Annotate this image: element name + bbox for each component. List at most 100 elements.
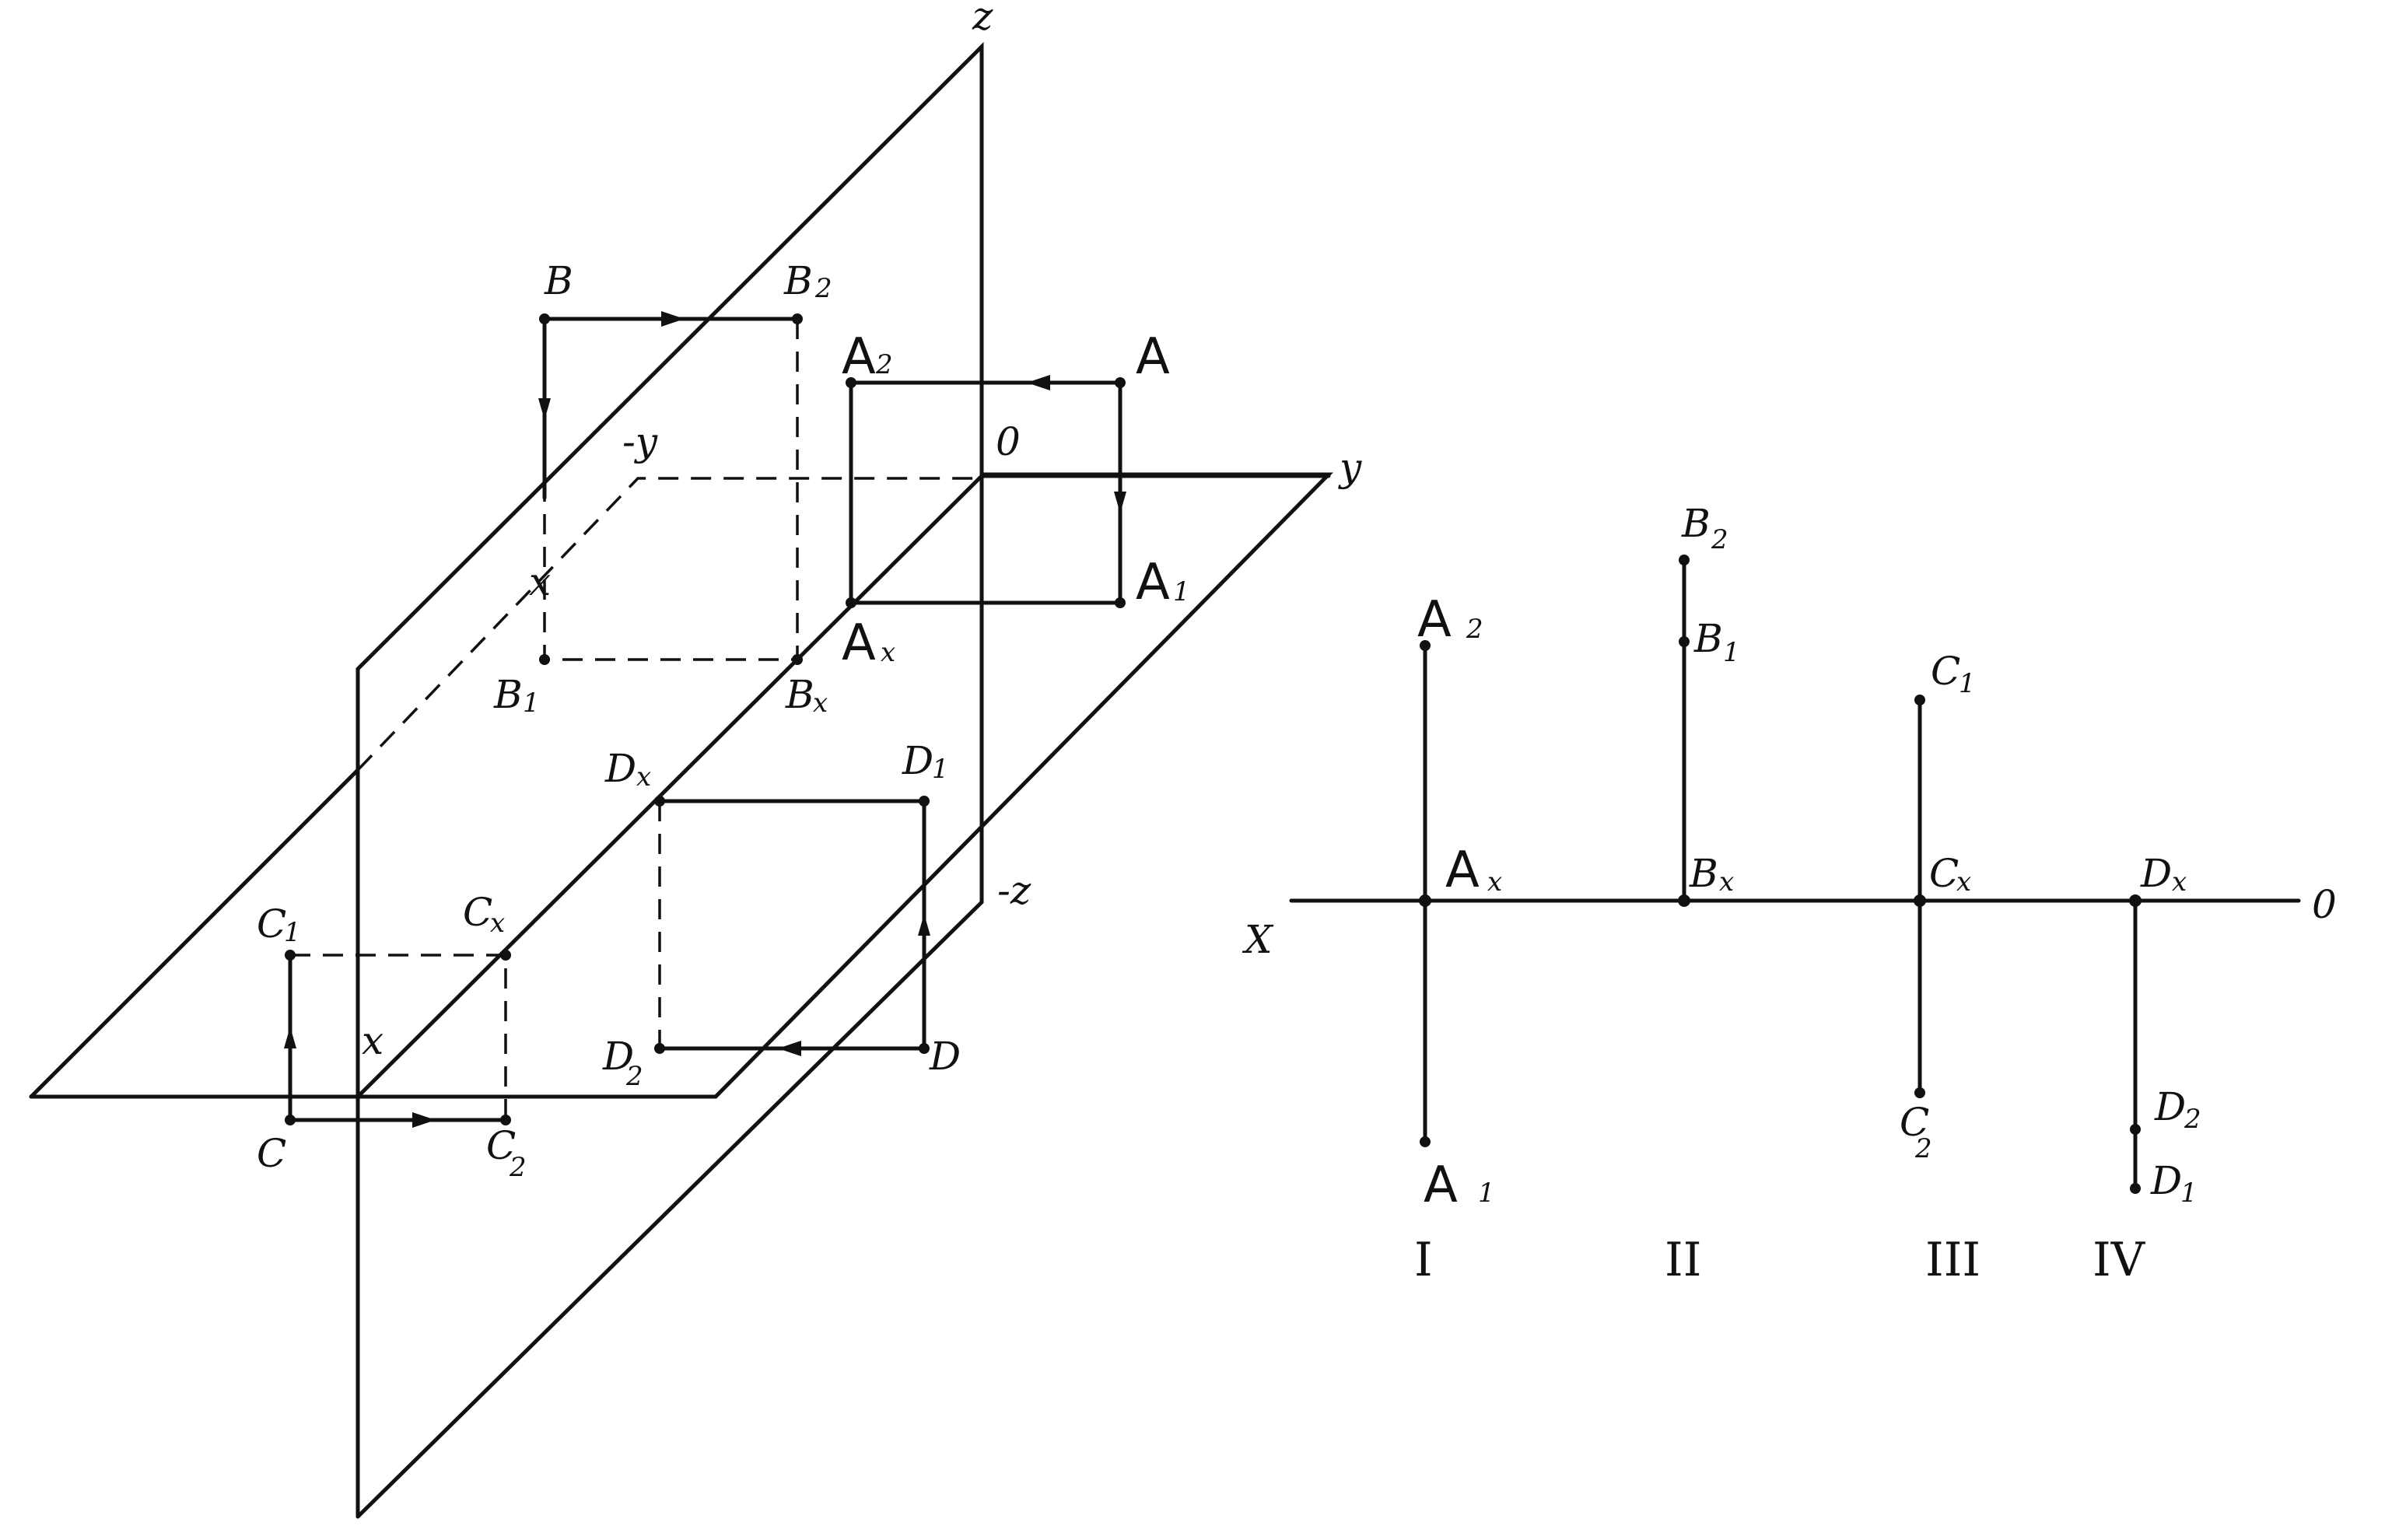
epure-label-A2: A <box>1417 591 1452 649</box>
label-Ax: A <box>842 614 876 672</box>
epure-dot-Ax <box>1419 894 1431 907</box>
label-A1-sub: 1 <box>1173 576 1190 607</box>
label-origin: 0 <box>996 419 1021 464</box>
label-C2: C <box>486 1123 516 1168</box>
horizontal-plane-edge <box>29 472 1333 1099</box>
arrow-B-down <box>538 398 551 420</box>
arrow-A-down <box>1114 492 1126 513</box>
horizontal-plane-hidden-edge <box>356 477 982 772</box>
epure-dot-Bx <box>1678 894 1690 907</box>
label-B: B <box>544 258 573 303</box>
arrow-A <box>1027 375 1050 390</box>
label-X: X <box>1242 917 1274 962</box>
epure-dot-C1 <box>1914 695 1925 705</box>
dot-B1 <box>539 654 550 665</box>
label-y: y <box>1338 445 1362 490</box>
epure-label-D1-sub: 1 <box>2180 1178 2198 1209</box>
label-A2: A <box>842 328 876 386</box>
label-Cx-sub: x <box>490 908 505 939</box>
dot-C2 <box>500 1115 511 1125</box>
label-C2-sub: 2 <box>509 1152 527 1183</box>
label-A2-sub: 2 <box>875 349 893 380</box>
epure-label-A2-sub: 2 <box>1466 614 1483 645</box>
label-B2-sub: 2 <box>814 273 832 304</box>
label-D2-sub: 2 <box>625 1061 643 1092</box>
numeral-4: IV <box>2093 1233 2146 1287</box>
epure-dot-D1 <box>2130 1183 2141 1194</box>
spatial-diagram: z y -y -z 0 x x A A 2 A 1 A x B B 2 B 1 … <box>29 0 1362 1519</box>
epure-label-Dx-sub: x <box>2172 866 2187 898</box>
epure-dot-Dx <box>2129 894 2142 907</box>
epure-dot-C2 <box>1914 1087 1925 1098</box>
point-B-projection-solid <box>542 317 800 500</box>
epure-label-B2: B <box>1681 501 1711 546</box>
dot-C1 <box>285 950 296 961</box>
label-neg-z: -z <box>997 868 1031 913</box>
epure-label-Bx: B <box>1689 851 1718 896</box>
dot-Cx <box>500 950 511 961</box>
dot-A <box>1115 377 1126 388</box>
numeral-3: III <box>1925 1233 1980 1287</box>
point-A-projection <box>849 380 1122 605</box>
epure-label-C2-sub: 2 <box>1914 1133 1932 1164</box>
label-x-lower: x <box>362 1018 383 1063</box>
epure-label-C1-sub: 1 <box>1959 668 1976 699</box>
epure-label-Ax-sub: x <box>1487 866 1502 898</box>
dot-Bx <box>792 654 803 665</box>
dot-Dx <box>654 796 665 807</box>
epure-dot-B2 <box>1679 555 1690 565</box>
dot-A1 <box>1115 597 1126 608</box>
label-D2: D <box>602 1034 634 1079</box>
label-B1-sub: 1 <box>523 688 540 719</box>
point-B-projection-dashed <box>543 319 799 661</box>
epure-dot-D2 <box>2130 1124 2141 1135</box>
epure-label-A1: A <box>1424 1157 1458 1214</box>
label-Bx-sub: x <box>813 688 828 719</box>
label-Bx: B <box>785 672 814 717</box>
label-A: A <box>1136 328 1170 386</box>
epure-diagram: X 0 A 2 A x A 1 B 2 B 1 B x C 1 C x C 2 <box>1242 501 2337 1287</box>
epure-label-Cx: C <box>1929 851 1959 896</box>
epure-dot-B1 <box>1679 636 1690 647</box>
vertical-plane-edge <box>355 41 984 1519</box>
label-C1-sub: 1 <box>284 917 301 948</box>
epure-label-D2-sub: 2 <box>2184 1104 2201 1135</box>
dot-D2 <box>654 1043 665 1054</box>
epure-label-Cx-sub: x <box>1956 866 1971 898</box>
dot-A2 <box>846 377 856 388</box>
arrow-C-up <box>284 1027 296 1048</box>
label-D1: D <box>902 738 933 783</box>
arrow-C-right <box>412 1112 436 1128</box>
label-Cx: C <box>463 890 492 935</box>
epure-label-Ax: A <box>1445 842 1480 899</box>
epure-label-C2: C <box>1900 1100 1929 1145</box>
label-Dx: D <box>604 746 636 791</box>
epure-dot-Cx <box>1914 894 1926 907</box>
dot-D <box>919 1043 930 1054</box>
epure-dot-A2 <box>1420 640 1431 651</box>
epure-label-Bx-sub: x <box>1719 866 1734 898</box>
epure-label-B1: B <box>1693 616 1723 661</box>
label-O: 0 <box>2312 882 2337 927</box>
dot-C <box>285 1115 296 1125</box>
numeral-1: I <box>1414 1233 1433 1287</box>
epure-label-A1-sub: 1 <box>1478 1178 1495 1209</box>
epure-dot-A1 <box>1420 1136 1431 1147</box>
epure-label-D1: D <box>2150 1158 2182 1203</box>
epure-label-B2-sub: 2 <box>1711 524 1728 555</box>
label-neg-y: -y <box>622 419 658 464</box>
numerals: I II III IV <box>1414 1233 2146 1287</box>
label-Ax-sub: x <box>881 637 895 668</box>
label-x-upper: x <box>529 559 551 604</box>
epure-label-C1: C <box>1931 649 1960 694</box>
numeral-2: II <box>1665 1233 1701 1287</box>
arrow-B <box>661 311 685 327</box>
label-D1-sub: 1 <box>932 754 949 785</box>
label-B2: B <box>783 258 813 303</box>
dot-B <box>539 313 550 324</box>
label-B1: B <box>493 672 523 717</box>
label-A1: A <box>1136 554 1170 611</box>
dot-Ax <box>846 597 856 608</box>
epure-label-B1-sub: 1 <box>1723 637 1740 668</box>
